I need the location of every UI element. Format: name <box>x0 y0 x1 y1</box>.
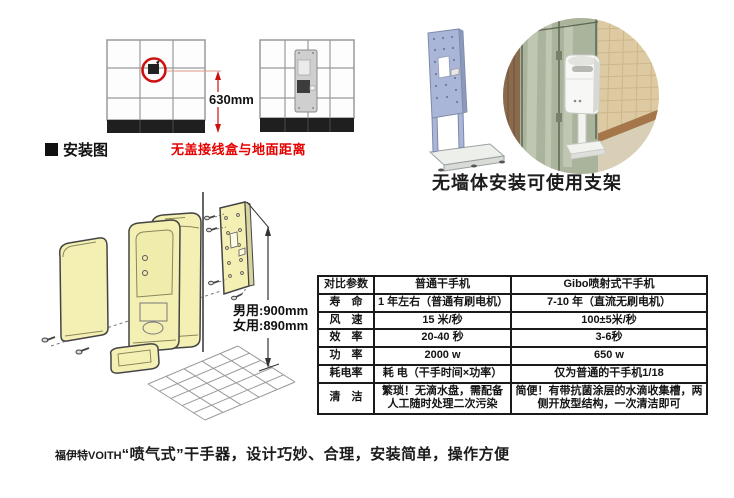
table-row: 耗电率 耗 电（干手时间×功率） 仅为普通的干手机1/18 <box>317 363 708 384</box>
cell-gibo: 650 w <box>510 346 708 366</box>
cell-ordinary: 2000 w <box>373 346 512 366</box>
cell-ordinary: 耗 电（干手时间×功率） <box>373 363 512 384</box>
install-section-label-text: 安装图 <box>63 142 109 159</box>
mount-height-male: 男用:900mm <box>233 303 309 318</box>
base-tiles <box>260 118 354 132</box>
cell-param: 寿 命 <box>317 292 375 313</box>
table-row: 清 洁 繁琐！无滴水盘，需配备人工随时处理二次污染 简便！有带抗菌涂层的水滴收集… <box>317 381 708 415</box>
table-header-row: 对比参数 普通干手机 Gibo喷射式干手机 <box>317 275 708 295</box>
table-row: 效 率 20-40 秒 3-6秒 <box>317 328 708 348</box>
cell-gibo: 3-6秒 <box>510 328 708 348</box>
cell-ordinary: 15 米/秒 <box>373 310 512 331</box>
hand-dryer-photo <box>564 54 606 160</box>
mounted-backplate <box>294 49 318 113</box>
cell-param: 清 洁 <box>317 381 375 415</box>
wall-plate <box>219 201 255 296</box>
cover-screws <box>41 336 90 355</box>
exploded-view-diagram <box>41 192 296 421</box>
cell-gibo: 仅为普通的干手机1/18 <box>510 363 708 384</box>
install-section-label: 安装图 <box>45 139 108 160</box>
table-row: 功 率 2000 w 650 w <box>317 346 708 366</box>
height-dimension-line <box>246 201 280 372</box>
brand-name: 福伊特VOITH <box>55 450 122 462</box>
tagline-text: “喷气式”干手器，设计巧妙、合理，安装简单，操作方便 <box>121 446 510 463</box>
table-row: 风 速 15 米/秒 100±5米/秒 <box>317 310 708 331</box>
table-row: 寿 命 1 年左右（普通有刷电机） 7-10 年（直流无刷电机） <box>317 292 708 313</box>
cell-param: 功 率 <box>317 346 375 366</box>
base-tiles <box>107 120 205 133</box>
section-marker-icon <box>45 143 58 156</box>
cell-gibo: 100±5米/秒 <box>510 310 708 331</box>
dryer-front-shell <box>128 219 181 353</box>
mount-height-labels: 男用:900mm 女用:890mm <box>232 303 310 333</box>
dimension-630-label: 630mm <box>207 92 256 107</box>
cell-ordinary: 20-40 秒 <box>373 328 512 348</box>
cell-ordinary: 繁琐！无滴水盘，需配备人工随时处理二次污染 <box>373 381 512 415</box>
front-cover <box>58 237 109 342</box>
cell-param: 耗电率 <box>317 363 375 384</box>
cell-gibo: 7-10 年（直流无刷电机） <box>510 292 708 313</box>
floor-stand-illustration <box>427 28 506 172</box>
header-param: 对比参数 <box>317 275 375 295</box>
drip-tray <box>109 343 160 374</box>
product-photo <box>503 18 659 174</box>
cell-param: 风 速 <box>317 310 375 331</box>
comparison-table-body: 对比参数 普通干手机 Gibo喷射式干手机 寿 命 1 年左右（普通有刷电机） … <box>317 275 708 415</box>
stand-holes <box>432 35 459 104</box>
junction-box-marker-icon <box>141 57 167 83</box>
stand-caption: 无墙体安装可使用支架 <box>432 173 622 193</box>
install-diagram-left-wall <box>106 39 221 133</box>
junction-box <box>148 64 159 74</box>
cell-param: 效 率 <box>317 328 375 348</box>
header-gibo: Gibo喷射式干手机 <box>510 275 708 295</box>
plate-screws <box>204 213 248 301</box>
floor-grid <box>147 345 296 421</box>
install-caption: 无盖接线盒与地面距离 <box>171 142 307 157</box>
install-diagram-right-wall <box>259 39 355 132</box>
cell-gibo: 简便！有带抗菌涂层的水滴收集槽，两侧开放型结构，一次清洁即可 <box>510 381 708 415</box>
comparison-table: 对比参数 普通干手机 Gibo喷射式干手机 寿 命 1 年左右（普通有刷电机） … <box>317 275 708 415</box>
cell-ordinary: 1 年左右（普通有刷电机） <box>373 292 512 313</box>
mount-height-female: 女用:890mm <box>233 318 309 333</box>
header-ordinary: 普通干手机 <box>373 275 512 295</box>
tagline: 福伊特VOITH“喷气式”干手器，设计巧妙、合理，安装简单，操作方便 <box>55 443 510 464</box>
